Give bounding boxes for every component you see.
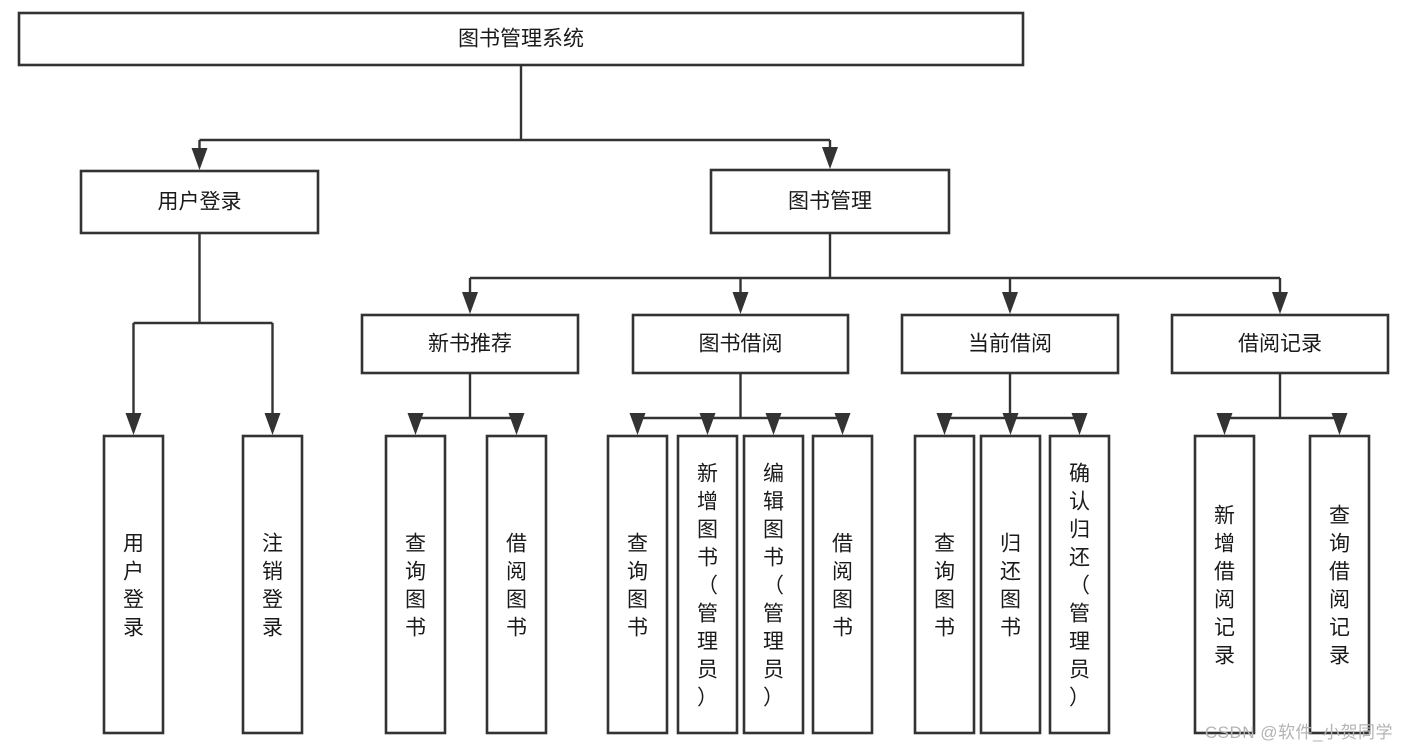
node-leaf-confirm-return[interactable]: 确认归还（管理员） xyxy=(1048,434,1111,735)
node-user-login[interactable]: 用户登录 xyxy=(79,169,320,235)
node-current-borrow[interactable]: 当前借阅 xyxy=(900,313,1120,375)
node-leaf-borrow-book-2[interactable]: 借阅图书 xyxy=(811,434,874,735)
node-label: 查询图书 xyxy=(627,533,648,640)
node-label: 注销登录 xyxy=(262,533,283,640)
node-book-borrow[interactable]: 图书借阅 xyxy=(631,313,850,375)
node-leaf-borrow-book-1[interactable]: 借阅图书 xyxy=(485,434,548,735)
node-leaf-add-record[interactable]: 新增借阅记录 xyxy=(1193,434,1256,735)
node-label: 借阅图书 xyxy=(506,533,527,640)
node-label: 图书管理系统 xyxy=(458,28,584,51)
node-label: 借阅记录 xyxy=(1238,333,1322,356)
node-label: 用户登录 xyxy=(158,191,242,214)
node-label: 查询图书 xyxy=(405,533,426,640)
node-label: 借阅图书 xyxy=(832,533,853,640)
node-label: 编辑图书（管理员） xyxy=(763,463,784,710)
node-label: 当前借阅 xyxy=(968,333,1052,356)
watermark-text: CSDN @软件_小贺同学 xyxy=(1204,723,1393,742)
node-leaf-edit-book[interactable]: 编辑图书（管理员） xyxy=(742,434,805,735)
node-label: 确认归还（管理员） xyxy=(1069,463,1090,710)
node-label: 图书借阅 xyxy=(699,333,783,356)
node-label: 新书推荐 xyxy=(428,333,512,356)
node-leaf-user-login[interactable]: 用户登录 xyxy=(102,434,165,735)
node-label: 图书管理 xyxy=(788,190,872,213)
node-leaf-add-book[interactable]: 新增图书（管理员） xyxy=(676,434,739,735)
node-leaf-query-record[interactable]: 查询借阅记录 xyxy=(1308,434,1371,735)
node-borrow-record[interactable]: 借阅记录 xyxy=(1170,313,1390,375)
node-leaf-logout[interactable]: 注销登录 xyxy=(241,434,304,735)
node-leaf-return-book[interactable]: 归还图书 xyxy=(979,434,1042,735)
node-new-book-recommend[interactable]: 新书推荐 xyxy=(360,313,580,375)
node-leaf-query-book-3[interactable]: 查询图书 xyxy=(913,434,976,735)
node-label: 用户登录 xyxy=(123,533,144,640)
node-book-manage[interactable]: 图书管理 xyxy=(709,168,951,235)
node-root[interactable]: 图书管理系统 xyxy=(17,11,1025,67)
node-label: 新增借阅记录 xyxy=(1214,505,1235,668)
node-label: 归还图书 xyxy=(1000,533,1021,640)
node-label: 查询借阅记录 xyxy=(1329,505,1350,668)
node-leaf-query-book-2[interactable]: 查询图书 xyxy=(606,434,669,735)
node-label: 查询图书 xyxy=(934,533,955,640)
node-label: 新增图书（管理员） xyxy=(697,463,718,710)
node-leaf-query-book-1[interactable]: 查询图书 xyxy=(384,434,447,735)
